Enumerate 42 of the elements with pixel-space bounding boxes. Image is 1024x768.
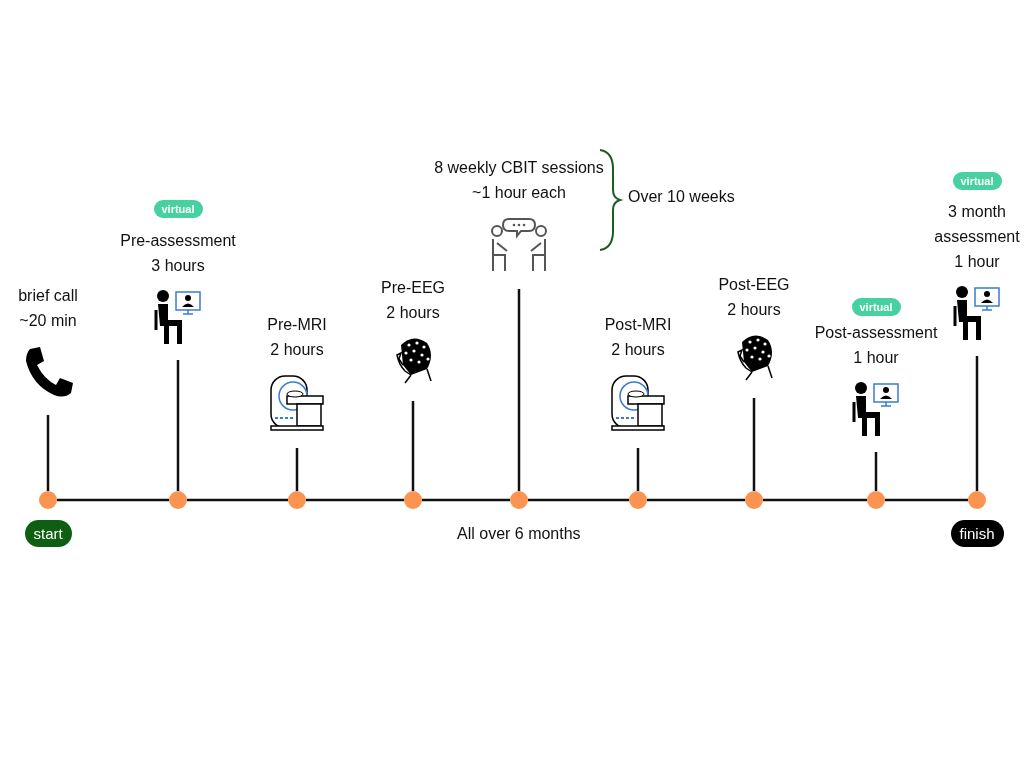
virtual-badge: virtual (952, 172, 1002, 190)
event-label: brief call ~20 min (17, 286, 79, 331)
timeline-line (763, 498, 867, 502)
timeline-line (306, 498, 404, 502)
connector-line (874, 452, 878, 491)
endpoint-pill: finish (950, 520, 1004, 547)
event-label: Post-assessment 1 hour (813, 323, 939, 368)
event-label: Pre-EEG 2 hours (380, 278, 446, 323)
timeline-dot (39, 491, 57, 509)
timeline-line (528, 498, 629, 502)
connector-line (975, 356, 979, 491)
timeline-dot (510, 491, 528, 509)
timeline-dot (867, 491, 885, 509)
timeline-dot (169, 491, 187, 509)
timeline-dot (288, 491, 306, 509)
timeline-dot (968, 491, 986, 509)
timeline-dot (404, 491, 422, 509)
timeline-line (57, 498, 169, 502)
connector-line (752, 398, 756, 491)
timeline-dot (745, 491, 763, 509)
connector-line (411, 401, 415, 491)
timeline-line (187, 498, 288, 502)
virtual-badge: virtual (851, 298, 901, 316)
connector-line (295, 448, 299, 491)
timeline-dot (629, 491, 647, 509)
timeline-line (422, 498, 510, 502)
endpoint-pill: start (24, 520, 72, 547)
event-label: 8 weekly CBIT sessions ~1 hour each (433, 158, 605, 203)
note-text: All over 6 months (457, 525, 581, 543)
connector-line (176, 360, 180, 491)
event-label: Post-MRI 2 hours (603, 315, 673, 360)
event-label: 3 month assessment 1 hour (933, 202, 1021, 272)
virtual-badge: virtual (153, 200, 203, 218)
event-label: Pre-MRI 2 hours (266, 315, 328, 360)
event-label: Pre-assessment 3 hours (119, 231, 237, 276)
timeline-line (885, 498, 968, 502)
note-text: Over 10 weeks (628, 188, 735, 206)
connector-line (46, 415, 50, 491)
event-label: Post-EEG 2 hours (718, 275, 790, 320)
connector-line (636, 448, 640, 491)
connector-line (517, 289, 521, 491)
timeline-line (647, 498, 745, 502)
